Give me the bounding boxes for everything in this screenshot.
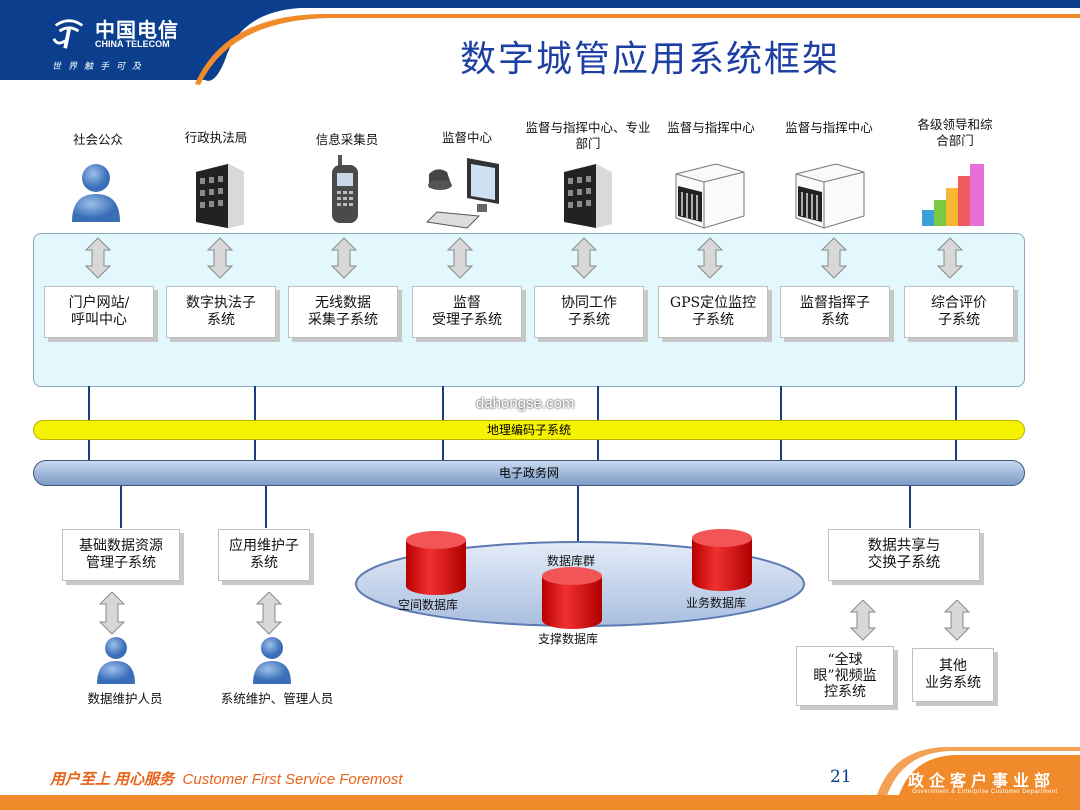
- connector-line: [265, 486, 267, 528]
- database-cluster: [355, 529, 805, 629]
- server-building-icon: [564, 164, 612, 228]
- footer-slogan-cn: 用户至上 用心服务: [50, 771, 175, 788]
- database-cylinder-icon: [692, 529, 752, 591]
- double-arrow-icon: [937, 237, 963, 279]
- role-label-leaders: 各级领导和综合部门: [917, 117, 993, 148]
- role-label-command-center-2: 监督与指挥中心: [785, 120, 873, 135]
- footer-department-band: [873, 747, 1080, 810]
- role-label-collector: 信息采集员: [315, 132, 379, 147]
- database-support-label: 支撑数据库: [538, 632, 599, 646]
- subsystem-collaboration: 协同工作 子系统: [534, 286, 644, 338]
- database-group-label: 数据库群: [547, 554, 596, 568]
- role-label-command-dept: 监督与指挥中心、专业部门: [525, 120, 651, 151]
- database-business-label: 业务数据库: [686, 596, 747, 610]
- double-arrow-icon: [697, 237, 723, 279]
- database-spatial-label: 空间数据库: [398, 598, 459, 612]
- double-arrow-icon: [571, 237, 597, 279]
- subsystem-supervision-acceptance: 监督 受理子系统: [412, 286, 522, 338]
- connector-line: [577, 486, 579, 558]
- system-other-business: 其他 业务系统: [912, 648, 994, 702]
- subsystem-supervision-command: 监督指挥子 系统: [780, 286, 890, 338]
- role-label-public: 社会公众: [72, 132, 123, 147]
- connector-line: [120, 486, 122, 528]
- server-rack-icon: [675, 163, 745, 229]
- department-name-cn: 政企客户事业部: [908, 771, 1056, 790]
- logo-panel: [0, 0, 205, 80]
- server-rack-icon: [795, 163, 865, 229]
- subsystem-comprehensive-evaluation: 综合评价 子系统: [904, 286, 1014, 338]
- watermark: dahongse.com: [476, 395, 575, 412]
- double-arrow-icon: [447, 237, 473, 279]
- header-swoosh: [195, 0, 1080, 85]
- subsystem-portal-callcenter: 门户网站/ 呼叫中心: [44, 286, 154, 338]
- server-building-icon: [196, 164, 244, 228]
- personnel-data-maintenance: 数据维护人员: [87, 691, 163, 706]
- system-global-eye-video: “全球 眼”视频监 控系统: [796, 646, 894, 706]
- double-arrow-icon: [943, 600, 971, 641]
- geo-coding-subsystem-bar: 地理编码子系统: [33, 420, 1025, 440]
- double-arrow-icon: [821, 237, 847, 279]
- double-arrow-icon: [98, 592, 126, 635]
- subsystem-basic-data-management: 基础数据资源 管理子系统: [62, 529, 180, 581]
- database-cylinder-icon: [542, 567, 602, 629]
- database-cylinder-icon: [406, 531, 466, 595]
- double-arrow-icon: [331, 237, 357, 279]
- person-icon: [253, 637, 291, 684]
- china-telecom-logo-icon: [52, 19, 84, 49]
- subsystem-gps-monitoring: GPS定位监控 子系统: [658, 286, 768, 338]
- footer-slogan-en: Customer First Service Foremost: [182, 771, 403, 788]
- workstation-icon: [425, 158, 499, 229]
- person-icon: [72, 164, 120, 222]
- subsystem-wireless-collection: 无线数据 采集子系统: [288, 286, 398, 338]
- connector-line: [909, 486, 911, 528]
- brand-name-cn: 中国电信: [95, 18, 179, 42]
- role-label-enforcement-bureau: 行政执法局: [184, 130, 248, 145]
- subsystem-application-maintenance: 应用维护子 系统: [218, 529, 310, 581]
- e-government-network-bar: 电子政务网: [33, 460, 1025, 486]
- subsystem-digital-enforcement: 数字执法子 系统: [166, 286, 276, 338]
- double-arrow-icon: [255, 592, 283, 635]
- page-title: 数字城管应用系统框架: [459, 39, 840, 80]
- role-label-supervision-center: 监督中心: [441, 130, 492, 145]
- footer-bar: [0, 795, 1080, 810]
- department-name-en: Government & Enterprise Customer Departm…: [912, 789, 1058, 795]
- subsystem-data-sharing-exchange: 数据共享与 交换子系统: [828, 529, 980, 581]
- mobile-phone-icon: [332, 155, 358, 223]
- double-arrow-icon: [85, 237, 111, 279]
- page-number: 21: [830, 767, 852, 787]
- personnel-system-admin: 系统维护、管理人员: [220, 691, 334, 706]
- role-label-command-center-1: 监督与指挥中心: [667, 120, 755, 135]
- bidirectional-arrows: [85, 237, 963, 279]
- footer-slogan: 用户至上 用心服务 Customer First Service Foremos…: [50, 768, 403, 789]
- person-icon: [97, 637, 135, 684]
- bar-chart-icon: [922, 164, 984, 226]
- double-arrow-icon: [849, 600, 877, 641]
- brand-name-en: CHINA TELECOM: [95, 39, 170, 49]
- brand-slogan: 世界触手可及: [52, 62, 149, 72]
- double-arrow-icon: [207, 237, 233, 279]
